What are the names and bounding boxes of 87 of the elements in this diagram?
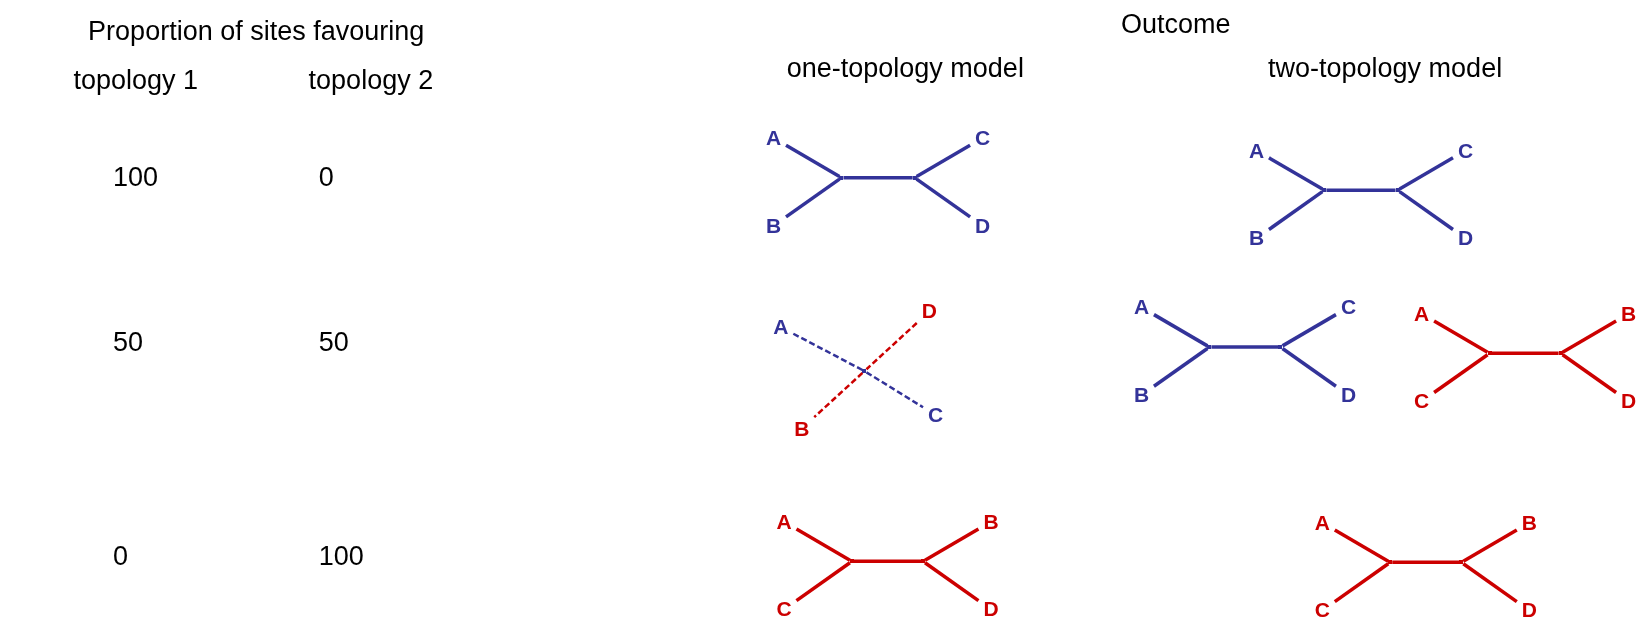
taxon-label: B (1246, 226, 1267, 251)
tree-branch (1561, 319, 1617, 354)
tree-branch (1152, 347, 1209, 388)
column-header: topology 2 (308, 65, 434, 96)
branch-junction (1395, 188, 1400, 193)
taxon-label: C (1412, 389, 1432, 414)
tree-branch (843, 175, 913, 180)
tree-branch (924, 527, 980, 562)
percentage-value: 100 (318, 540, 364, 572)
tree-branch (1398, 190, 1455, 231)
taxon-label: D (919, 299, 939, 324)
branch-junction (921, 559, 925, 564)
column-header: one-topology model (786, 53, 1024, 85)
tree-branch (915, 143, 971, 179)
tree-branch (1462, 562, 1518, 604)
column-header: two-topology model (1268, 53, 1503, 85)
branch-junction (839, 175, 844, 180)
tree-branch (1433, 353, 1489, 394)
tree-branch (785, 143, 841, 179)
tree-branch (1433, 319, 1489, 354)
tree-branch (865, 371, 924, 409)
tree-branch (1153, 313, 1209, 348)
branch-junction (1207, 345, 1212, 350)
taxon-label: B (981, 509, 1001, 534)
branch-junction (1558, 351, 1563, 356)
column-header: topology 1 (73, 65, 198, 96)
taxon-label: B (792, 416, 812, 441)
taxon-label: B (1619, 301, 1639, 326)
tree-branch (1561, 353, 1618, 394)
branch-junction (1459, 560, 1464, 565)
tree-branch (1267, 190, 1324, 231)
percentage-value: 50 (318, 327, 349, 359)
tree-branch (1326, 188, 1396, 192)
taxon-label: D (1456, 226, 1476, 251)
tree-branch (1281, 347, 1337, 388)
taxon-label: A (1312, 510, 1332, 535)
tree-branch (795, 527, 851, 562)
branch-junction (1487, 351, 1492, 356)
tree-branch (1211, 345, 1279, 349)
tree-branch (1462, 528, 1518, 563)
taxon-label: C (774, 597, 794, 622)
branch-junction (849, 559, 854, 564)
taxon-label: D (973, 213, 993, 238)
taxon-label: A (1131, 295, 1152, 320)
tree-branch (865, 322, 918, 371)
tree-branch (1333, 528, 1390, 563)
taxon-label: D (1619, 389, 1639, 414)
tree-branch (915, 177, 972, 219)
taxon-label: B (1519, 510, 1539, 535)
taxon-label: A (774, 509, 794, 534)
heading-text: Proportion of sites favouring (88, 15, 425, 47)
tree-branch (1268, 156, 1324, 191)
percentage-value: 0 (112, 540, 128, 572)
tree-branch (1333, 562, 1390, 604)
taxon-label: A (1412, 301, 1432, 326)
taxon-label: B (764, 213, 784, 238)
tree-branch (792, 332, 864, 372)
taxon-label: A (771, 315, 791, 340)
branch-junction (1388, 560, 1393, 565)
taxon-label: C (973, 125, 993, 150)
tree-branch (785, 177, 841, 219)
tree-branch (1398, 156, 1454, 191)
taxon-label: C (1338, 295, 1359, 320)
tree-branch (1281, 313, 1337, 348)
branch-junction (1278, 345, 1283, 350)
branch-junction (862, 369, 867, 374)
tree-branch (1491, 351, 1559, 356)
tree-branch (1392, 560, 1460, 565)
taxon-label: C (926, 402, 946, 427)
taxon-label: D (1519, 598, 1539, 623)
taxon-label: C (1312, 598, 1332, 623)
tree-branch (795, 561, 851, 602)
tree-branch (853, 559, 921, 564)
taxon-label: C (1456, 138, 1476, 163)
taxon-label: A (1246, 138, 1267, 163)
tree-branch (813, 372, 864, 419)
branch-junction (912, 175, 917, 180)
branch-junction (1322, 188, 1327, 193)
taxon-label: D (981, 597, 1001, 622)
percentage-value: 100 (112, 162, 158, 194)
percentage-value: 0 (318, 162, 334, 194)
tree-branch (924, 561, 980, 602)
heading-text: Outcome (1120, 8, 1231, 40)
taxon-label: B (1131, 383, 1152, 408)
taxon-label: A (764, 125, 784, 150)
percentage-value: 50 (112, 327, 143, 359)
taxon-label: D (1338, 383, 1359, 408)
